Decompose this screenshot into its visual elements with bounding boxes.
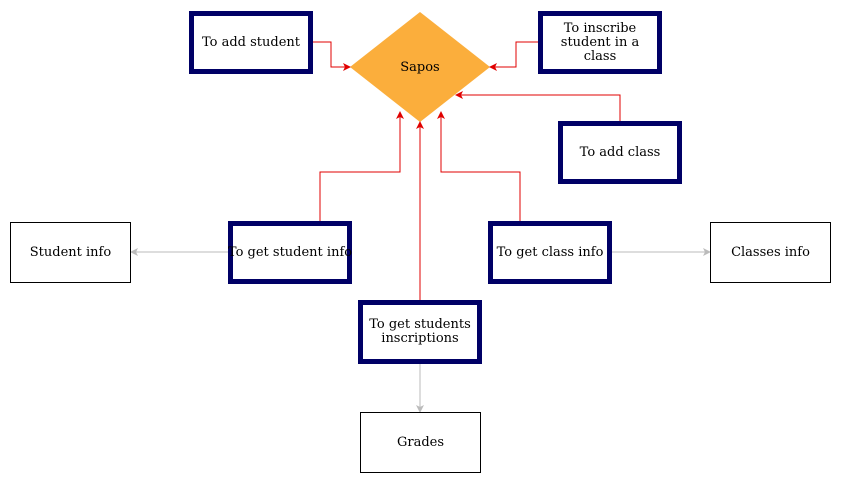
grades-node[interactable]: Grades: [360, 412, 481, 473]
add-class-label: To add class: [579, 144, 661, 160]
get-class-info-label: To get class info: [496, 244, 604, 260]
get-class-info-node[interactable]: To get class info: [488, 221, 612, 284]
get-inscriptions-label: To get students inscriptions: [369, 317, 471, 346]
get-student-info-label: To get student info: [227, 244, 353, 260]
inscribe-student-node[interactable]: To inscribe student in a class: [538, 11, 662, 74]
add-class-node[interactable]: To add class: [558, 121, 682, 184]
add-student-node[interactable]: To add student: [189, 11, 313, 74]
student-info-label: Student info: [29, 244, 112, 260]
add-student-label: To add student: [201, 34, 301, 50]
edge-add-student-to-sapos: [312, 41, 351, 71]
get-student-info-node[interactable]: To get student info: [228, 221, 352, 284]
classes-info-node[interactable]: Classes info: [710, 222, 831, 283]
classes-info-label: Classes info: [731, 244, 810, 260]
edge-get-class-info-to-sapos: [437, 111, 521, 222]
edge-add-class-to-sapos: [455, 91, 621, 122]
sapos-label: Sapos: [400, 59, 440, 75]
student-info-node[interactable]: Student info: [10, 222, 131, 283]
edge-inscribe-to-sapos: [489, 41, 540, 71]
edge-get-student-info-to-sapos: [319, 111, 404, 222]
grades-label: Grades: [396, 434, 445, 450]
inscribe-student-label: To inscribe student in a class: [560, 20, 640, 64]
get-inscriptions-node[interactable]: To get students inscriptions: [358, 300, 482, 364]
